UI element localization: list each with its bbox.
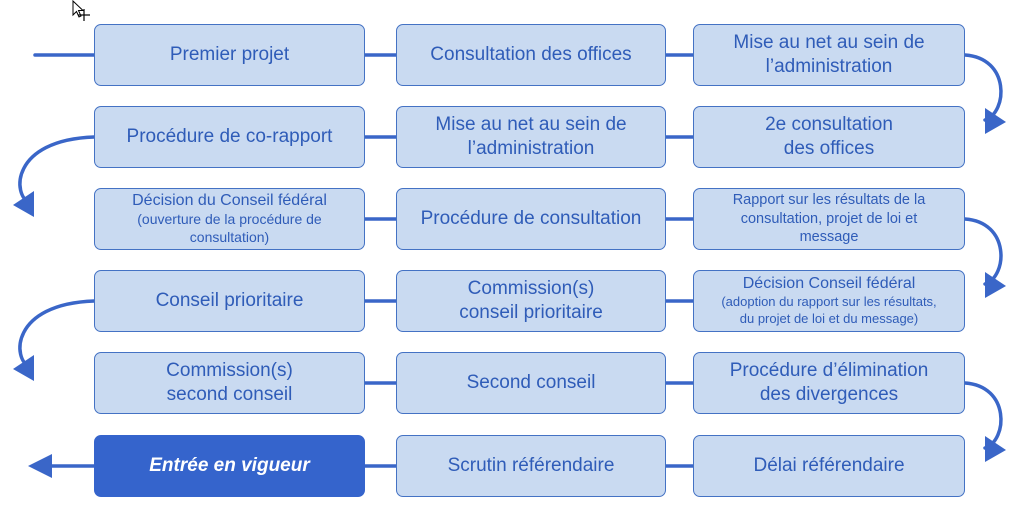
move-cursor-icon <box>72 0 90 21</box>
arrowhead-exit <box>28 454 52 478</box>
step-consultation-offices: Consultation des offices <box>396 24 666 86</box>
step-scrutin-referendaire: Scrutin référendaire <box>396 435 666 497</box>
step-decision-conseil-federal-1: Décision du Conseil fédéral (ouverture d… <box>94 188 365 250</box>
step-label: Entrée en vigueur <box>149 455 310 477</box>
step-label: Décision Conseil fédéral <box>742 275 916 293</box>
step-sublabel: (ouverture de la procédure de consultati… <box>137 211 322 245</box>
step-mise-au-net-1: Mise au net au sein de l’administration <box>693 24 965 86</box>
step-procedure-consultation: Procédure de consultation <box>396 188 666 250</box>
step-2e-consultation: 2e consultation des offices <box>693 106 965 168</box>
step-label: Second conseil <box>466 372 596 394</box>
step-rapport-resultats: Rapport sur les résultats de la consulta… <box>693 188 965 250</box>
step-label: Premier projet <box>169 44 290 66</box>
step-second-conseil: Second conseil <box>396 352 666 414</box>
step-label: Consultation des offices <box>430 44 632 66</box>
step-conseil-prioritaire: Conseil prioritaire <box>94 270 365 332</box>
turn-right-r3-r4 <box>963 217 1003 286</box>
step-label: Commission(s) conseil prioritaire <box>459 278 603 323</box>
arrowhead-right-1 <box>985 108 1006 134</box>
step-sublabel: (adoption du rapport sur les résultats, … <box>721 294 937 326</box>
step-label: Conseil prioritaire <box>155 290 304 312</box>
step-elimination-divergences: Procédure d’élimination des divergences <box>693 352 965 414</box>
step-label: Mise au net au sein de l’administration <box>435 114 627 159</box>
step-label: Procédure de co-rapport <box>126 126 333 148</box>
arrowhead-right-2 <box>985 272 1006 298</box>
step-label: Procédure d’élimination des divergences <box>729 360 929 405</box>
step-commissions-conseil-prioritaire: Commission(s) conseil prioritaire <box>396 270 666 332</box>
step-decision-conseil-federal-2: Décision Conseil fédéral (adoption du ra… <box>693 270 965 332</box>
arrowhead-left-2 <box>13 355 34 381</box>
step-premier-projet: Premier projet <box>94 24 365 86</box>
turn-right-r5-r6 <box>963 381 1003 450</box>
step-co-rapport: Procédure de co-rapport <box>94 106 365 168</box>
step-label: Scrutin référendaire <box>447 455 615 477</box>
step-commissions-second-conseil: Commission(s) second conseil <box>94 352 365 414</box>
step-label: Procédure de consultation <box>420 208 642 230</box>
arrowhead-right-3 <box>985 436 1006 462</box>
step-label: Rapport sur les résultats de la consulta… <box>732 191 926 246</box>
step-delai-referendaire: Délai référendaire <box>693 435 965 497</box>
turn-right-r1-r2 <box>963 53 1003 122</box>
step-entree-en-vigueur: Entrée en vigueur <box>94 435 365 497</box>
step-mise-au-net-2: Mise au net au sein de l’administration <box>396 106 666 168</box>
step-label: Commission(s) second conseil <box>166 360 293 405</box>
step-label: Délai référendaire <box>753 455 905 477</box>
arrowhead-left-1 <box>13 191 34 217</box>
step-label: Mise au net au sein de l’administration <box>733 32 925 77</box>
step-label: Décision du Conseil fédéral <box>132 192 327 210</box>
step-label: 2e consultation des offices <box>765 114 893 159</box>
